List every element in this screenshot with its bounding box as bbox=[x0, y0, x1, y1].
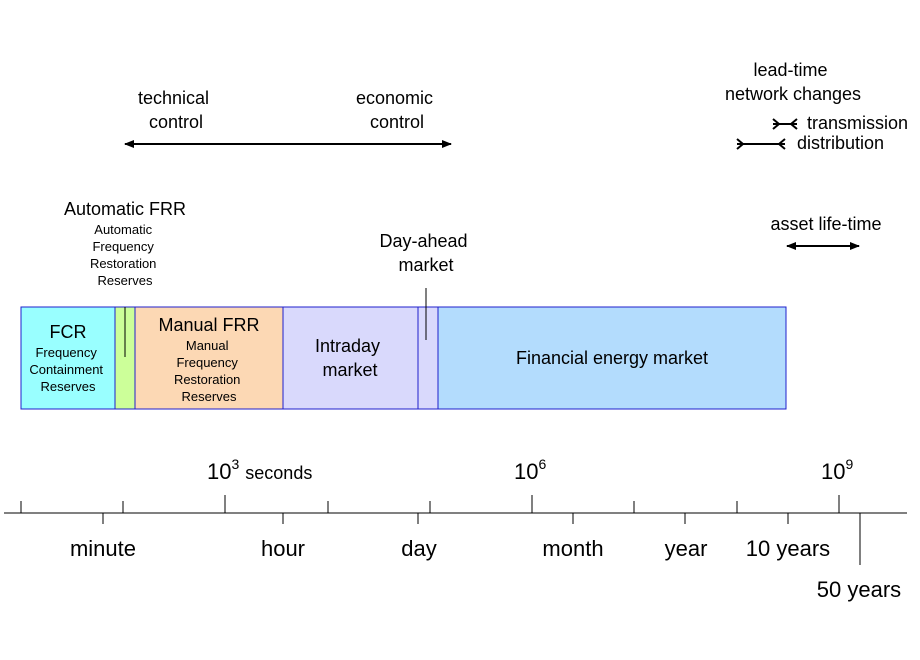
transmission-arrow-icon bbox=[772, 118, 798, 130]
intraday-block bbox=[282, 306, 419, 410]
mfrr-desc-line2: Frequency bbox=[176, 355, 238, 370]
automatic-frr-label: Automatic FRR Automatic Frequency Restor… bbox=[64, 199, 186, 288]
automatic-frr-desc-line1: Automatic bbox=[94, 222, 152, 237]
economic-control-line1: economic bbox=[356, 88, 433, 108]
unit-label-10-years: 10 years bbox=[746, 536, 830, 561]
day-ahead-label: Day-ahead market bbox=[379, 231, 472, 275]
power-1e9-exp: 9 bbox=[845, 456, 853, 472]
dayahead-block bbox=[417, 306, 439, 410]
power-label-1e9: 109 bbox=[821, 456, 853, 484]
power-1e9-base: 10 bbox=[821, 459, 845, 484]
financial-block bbox=[437, 306, 787, 410]
unit-label-50-years: 50 years bbox=[817, 577, 901, 602]
distribution-label: distribution bbox=[797, 133, 884, 153]
lead-time-line1: lead-time bbox=[753, 60, 827, 80]
mfrr-desc-line3: Restoration bbox=[174, 372, 240, 387]
transmission-label: transmission bbox=[807, 113, 908, 133]
intraday-line2: market bbox=[322, 360, 377, 380]
mfrr-desc-line4: Reserves bbox=[182, 389, 237, 404]
lead-time-line2: network changes bbox=[725, 84, 861, 104]
power-label-1e6: 106 bbox=[514, 456, 546, 484]
power-1e6-exp: 6 bbox=[538, 456, 546, 472]
day-ahead-line2: market bbox=[398, 255, 453, 275]
power-1e3-suffix: seconds bbox=[245, 463, 312, 483]
technical-control-line1: technical bbox=[138, 88, 209, 108]
fcr-block bbox=[20, 306, 116, 410]
mfrr-desc-line1: Manual bbox=[186, 338, 229, 353]
unit-labels: minute hour day month year 10 years 50 y… bbox=[70, 536, 901, 602]
reserve-market-bar: FCR Frequency Containment Reserves Manua… bbox=[20, 288, 787, 410]
upper-ticks bbox=[20, 495, 840, 513]
unit-label-year: year bbox=[665, 536, 708, 561]
lead-time-group: lead-time network changes transmission d… bbox=[725, 60, 908, 153]
fcr-desc: Frequency Containment Reserves bbox=[29, 345, 106, 394]
power-1e3-exp: 3 bbox=[231, 456, 239, 472]
unit-label-minute: minute bbox=[70, 536, 136, 561]
unit-label-day: day bbox=[401, 536, 436, 561]
control-labels: technical control economic control bbox=[138, 88, 438, 132]
automatic-frr-desc-line2: Frequency bbox=[92, 239, 154, 254]
mfrr-desc: Manual Frequency Restoration Reserves bbox=[174, 338, 244, 404]
distribution-arrow-icon bbox=[736, 138, 786, 150]
power-1e6-base: 10 bbox=[514, 459, 538, 484]
financial-title: Financial energy market bbox=[516, 348, 708, 368]
power-1e3-base: 10 bbox=[207, 459, 231, 484]
day-ahead-line1: Day-ahead bbox=[379, 231, 467, 251]
intraday-title: Intraday market bbox=[315, 336, 385, 380]
unit-label-hour: hour bbox=[261, 536, 305, 561]
economic-control-line2: control bbox=[370, 112, 424, 132]
automatic-frr-desc: Automatic Frequency Restoration Reserves bbox=[90, 222, 160, 288]
asset-lifetime-label: asset life-time bbox=[770, 214, 881, 234]
mfrr-block bbox=[134, 306, 284, 410]
fcr-desc-line1: Frequency bbox=[35, 345, 97, 360]
lead-time-heading: lead-time network changes bbox=[725, 60, 861, 104]
fcr-desc-line2: Containment bbox=[29, 362, 103, 377]
power-label-1e3: 103 seconds bbox=[207, 456, 312, 484]
automatic-frr-title: Automatic FRR bbox=[64, 199, 186, 219]
technical-control-line2: control bbox=[149, 112, 203, 132]
fcr-desc-line3: Reserves bbox=[41, 379, 96, 394]
mfrr-title: Manual FRR bbox=[158, 315, 259, 335]
technical-control-label: technical control bbox=[138, 88, 214, 132]
fcr-title: FCR bbox=[50, 322, 87, 342]
unit-label-month: month bbox=[542, 536, 603, 561]
intraday-line1: Intraday bbox=[315, 336, 380, 356]
lower-ticks bbox=[102, 513, 861, 565]
automatic-frr-desc-line4: Reserves bbox=[98, 273, 153, 288]
economic-control-label: economic control bbox=[356, 88, 438, 132]
automatic-frr-desc-line3: Restoration bbox=[90, 256, 156, 271]
